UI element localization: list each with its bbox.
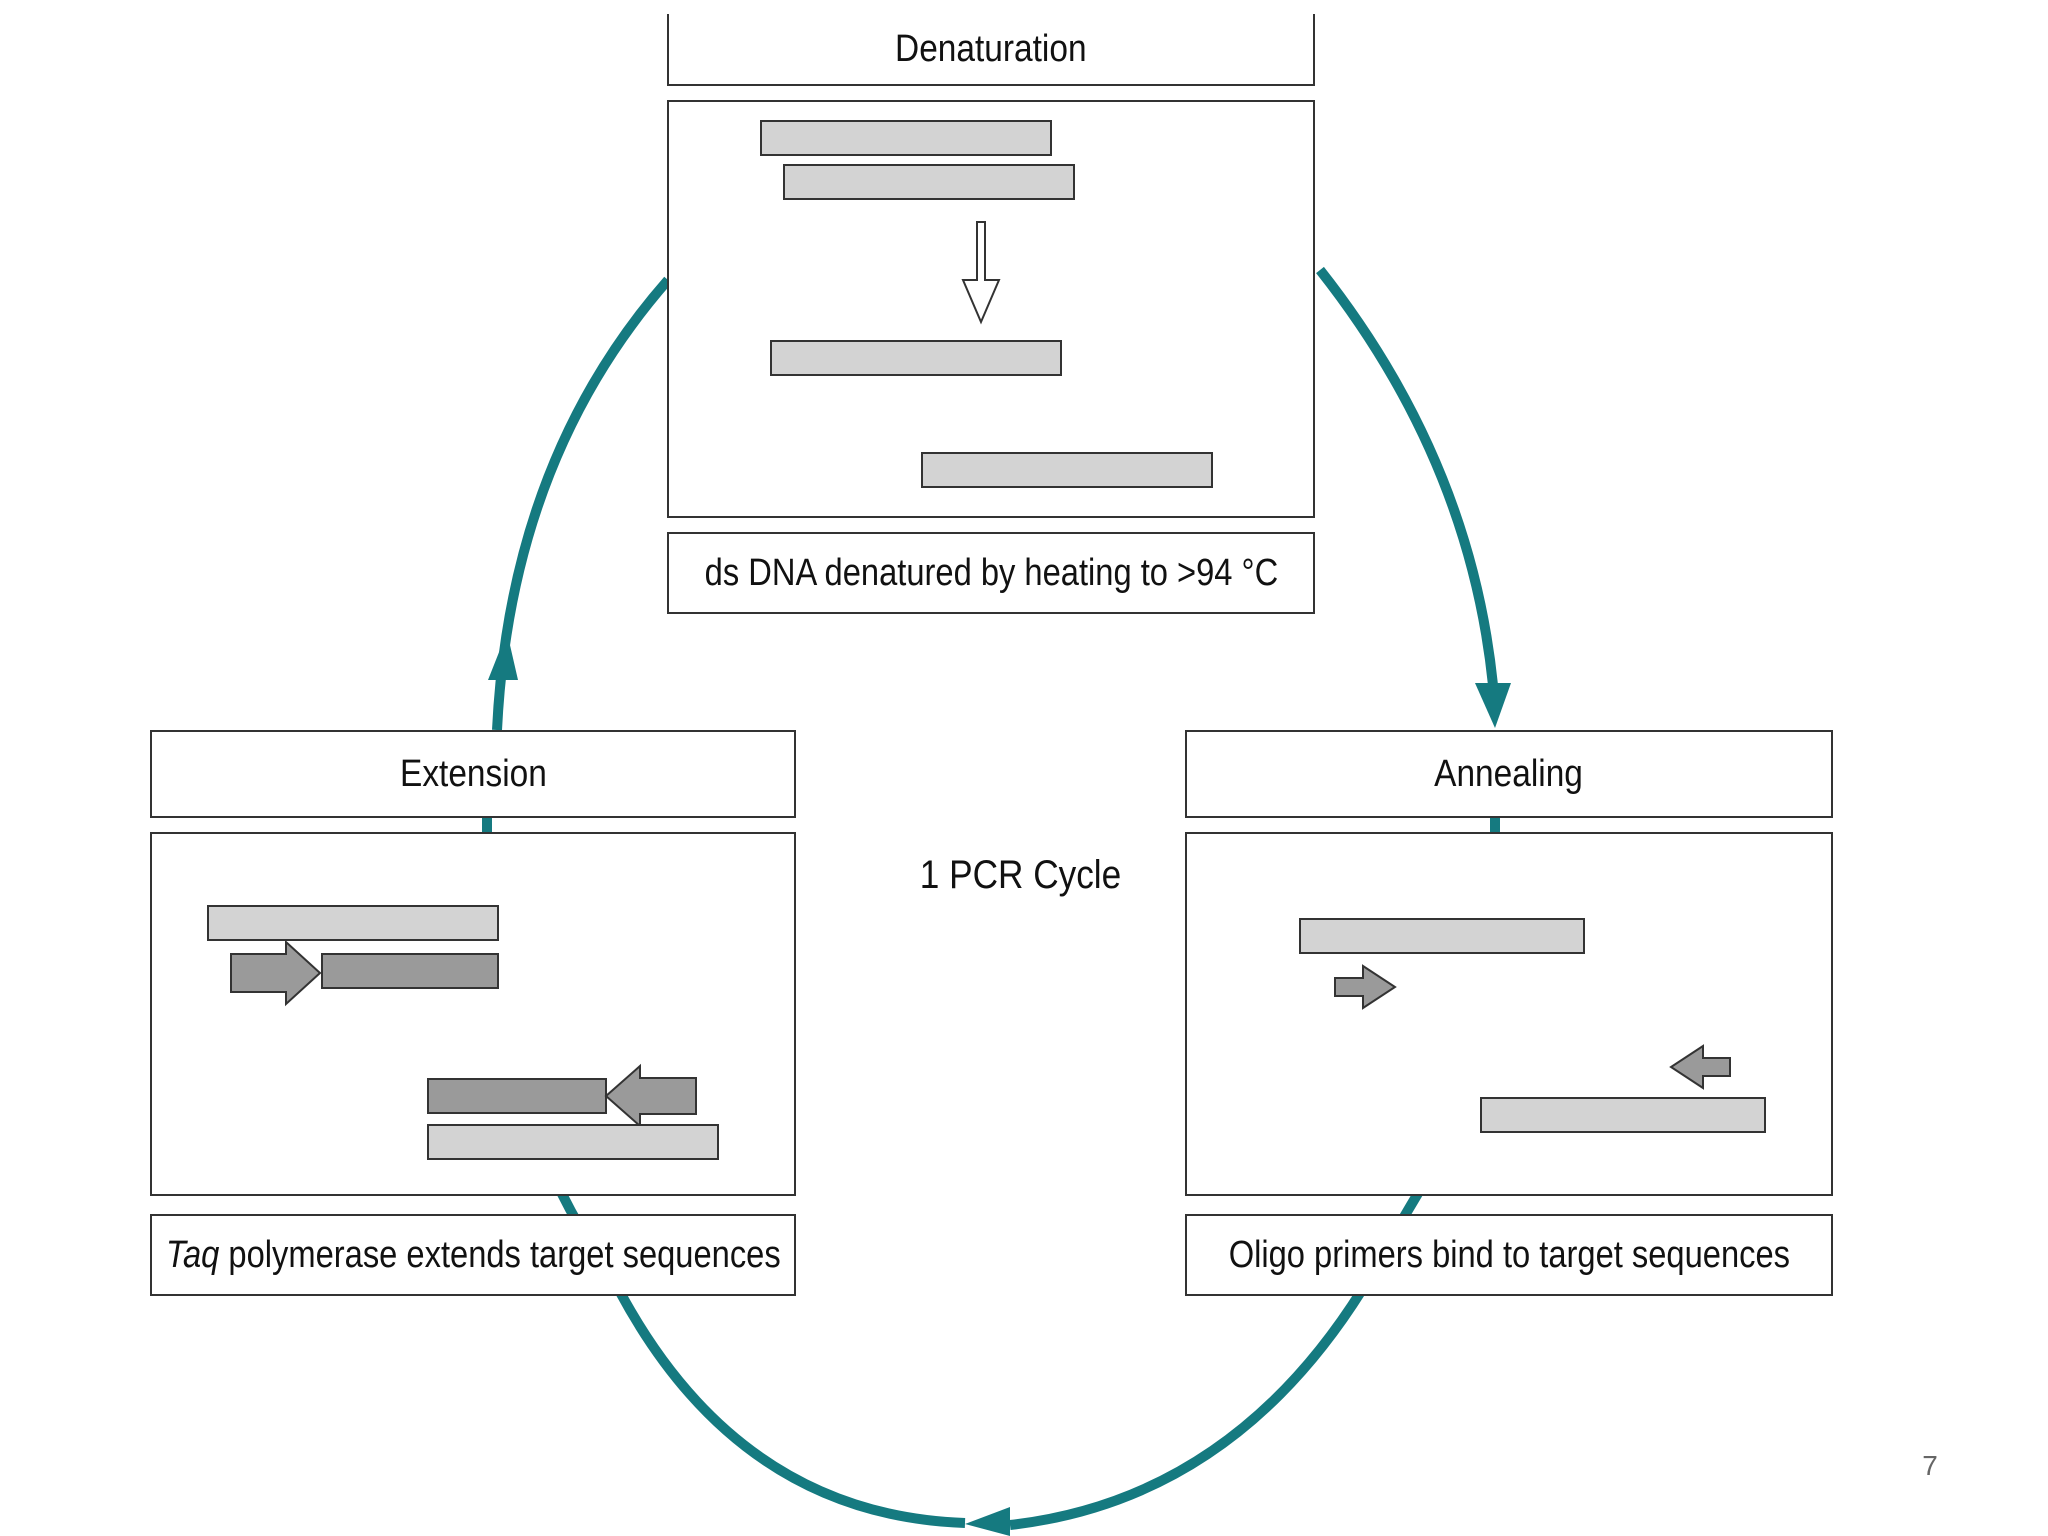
template-strand-bottom	[427, 1124, 719, 1160]
denaturation-title-box: Denaturation	[667, 14, 1315, 86]
extension-title: Extension	[399, 752, 547, 795]
extension-title-box: Extension	[150, 730, 796, 818]
template-strand-top	[1299, 918, 1585, 954]
ss-dna-strand-2	[921, 452, 1213, 488]
annealing-panel	[1185, 832, 1833, 1196]
extended-strand-bottom	[427, 1078, 607, 1114]
ds-dna-strand-top	[760, 120, 1052, 156]
annealing-caption: Oligo primers bind to target sequences	[1228, 1233, 1790, 1276]
cycle-arrowhead-left	[488, 632, 518, 680]
extension-panel	[150, 832, 796, 1196]
ss-dna-strand-1	[770, 340, 1062, 376]
template-strand-bottom	[1480, 1097, 1766, 1133]
extension-illustration	[207, 905, 719, 1160]
hollow-down-arrow-icon	[961, 221, 1001, 325]
denaturation-illustration	[760, 120, 1213, 488]
annealing-title-box: Annealing	[1185, 730, 1833, 818]
ds-dna-strand-bottom	[783, 164, 1075, 200]
template-strand-top	[207, 905, 499, 941]
denaturation-panel	[667, 100, 1315, 518]
cycle-arrow-left	[492, 276, 672, 731]
denaturation-caption-box: ds DNA denatured by heating to >94 °C	[667, 532, 1315, 614]
primer-arrow-right-icon	[1334, 964, 1397, 1010]
denaturation-title: Denaturation	[895, 27, 1087, 70]
extension-caption-box: Taq polymerase extends target sequences	[150, 1214, 796, 1296]
extension-caption-rest: polymerase extends target sequences	[218, 1233, 781, 1276]
cycle-label-text: 1 PCR Cycle	[919, 852, 1121, 897]
denaturation-caption: ds DNA denatured by heating to >94 °C	[704, 551, 1278, 594]
primer-arrow-left-icon	[604, 1063, 697, 1129]
extended-strand-top	[321, 953, 499, 989]
annealing-caption-box: Oligo primers bind to target sequences	[1185, 1214, 1833, 1296]
annealing-illustration	[1299, 918, 1766, 1133]
cycle-arrowhead-bottom	[965, 1507, 1010, 1536]
annealing-title: Annealing	[1434, 752, 1584, 795]
extension-caption-italic: Taq	[165, 1233, 219, 1276]
primer-arrow-right-icon	[230, 939, 322, 1007]
primer-arrow-left-icon	[1669, 1044, 1731, 1090]
cycle-arrowhead-right	[1475, 683, 1511, 728]
cycle-arrow-right	[1316, 266, 1498, 686]
page-number: 7	[1922, 1450, 1938, 1481]
cycle-label: 1 PCR Cycle	[870, 840, 1170, 910]
